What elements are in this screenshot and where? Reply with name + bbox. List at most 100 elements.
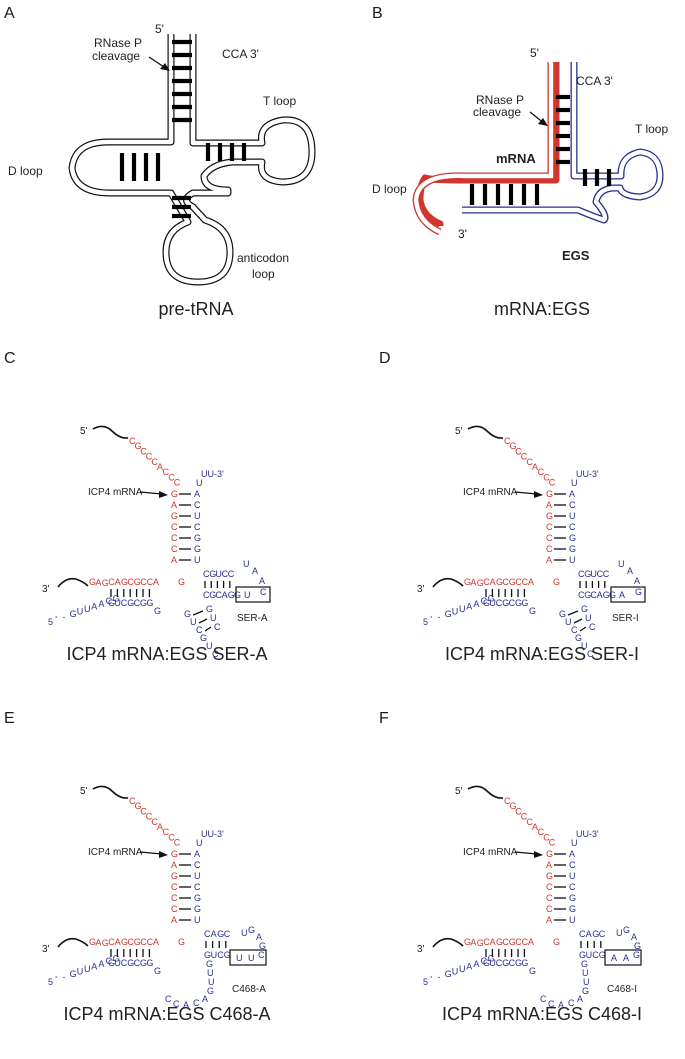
five-prime-label: 5' (155, 22, 164, 36)
arm-blue-strand-nt: C (496, 598, 503, 608)
stem-blue-nt: U (194, 915, 201, 925)
bottom-nt: G (206, 604, 213, 614)
panel-a-pre-trna: A (4, 5, 316, 319)
stem-red-nt: G (546, 871, 553, 881)
top-red-nt: G (135, 441, 142, 451)
five-prime-tail (92, 785, 129, 799)
loop-nt: G (634, 941, 641, 951)
box-label: SER-I (612, 613, 639, 624)
arm-blue-5-nt: U (84, 964, 91, 974)
arm-red-nt: G (464, 577, 471, 587)
right-bottom-strand-nt: A (597, 590, 603, 600)
right-top-strand-nt: C (204, 929, 211, 939)
right-top-strand-nt: C (578, 569, 585, 579)
right-top-strand-nt: C (597, 569, 604, 579)
mutation-box (610, 586, 646, 603)
arm-blue-strand-nt: G (146, 598, 153, 608)
right-bottom-strand-nt: G (209, 590, 216, 600)
bottom-nt: C (587, 649, 594, 659)
stem-red-nt: A (546, 500, 552, 510)
arm-red-nt: C (522, 577, 529, 587)
stem-red-nt: G (171, 849, 178, 859)
top-red-nt: C (140, 446, 147, 456)
stem-red-nt: G (546, 489, 553, 499)
icp4-mrna-label: ICP4 mRNA (88, 847, 143, 858)
top-blue-strand: UUU-3' (571, 829, 599, 848)
top-red-nt: C (538, 467, 545, 477)
right-bottom-strand-nt: G (204, 950, 211, 960)
trna-backbone (68, 34, 316, 286)
right-bottom-strand-nt: C (203, 590, 210, 600)
top-blue-nt: U (196, 838, 203, 848)
d-stem-pairs (119, 153, 161, 181)
bottom-nt: C (589, 622, 596, 632)
bottom-nt: A (183, 1000, 189, 1010)
right-pairs (580, 941, 602, 948)
loop-nt: A (259, 576, 265, 586)
acceptor-stem-pairs (172, 39, 192, 123)
arm-red-nt: C (502, 577, 509, 587)
box-nt: G (635, 587, 642, 597)
arm-pairs (485, 589, 526, 597)
right-top-strand-nt: C (228, 569, 235, 579)
top-blue-strand: UUU-3' (571, 469, 599, 488)
arm-blue-5-nt: ' (55, 974, 57, 984)
arm-blue-strand-nt: G (127, 958, 134, 968)
arm-blue-5-nt: U (452, 967, 459, 977)
stem-blue-nt: U (194, 555, 201, 565)
panel-letter-b: B (372, 5, 383, 22)
arm-blue-strand-nt: G (502, 598, 509, 608)
arm-blue-5-nt: U (452, 607, 459, 617)
stem-blue-nt: U (569, 555, 576, 565)
three-prime-tail (57, 937, 89, 948)
panel-letter-a: A (4, 5, 15, 22)
arm-red-nt: G (121, 577, 128, 587)
rnase-arrow (148, 56, 170, 71)
right-top-strand-nt: C (203, 569, 210, 579)
arm-blue-strand-nt: G (483, 958, 490, 968)
icp4-arrow-head (159, 851, 168, 858)
stem-red-nt: A (546, 860, 552, 870)
arm-red-nt: C (483, 937, 490, 947)
bottom-nt: C (173, 999, 180, 1009)
stem-blue-nt: C (569, 500, 576, 510)
stem-blue-nt: U (194, 871, 201, 881)
bottom-nt: G (575, 633, 582, 643)
mrna-strand (412, 62, 560, 236)
arm-blue-tail: G (154, 966, 161, 976)
top-blue-nt: U (196, 478, 203, 488)
stem-blue-nt: C (194, 860, 201, 870)
arm-blue-strand-nt: G (502, 958, 509, 968)
arm-blue-5-nt: A (91, 601, 97, 611)
stem-blue-nt: G (194, 544, 201, 554)
cca-label: CCA 3' (222, 47, 259, 61)
box-label: C468-I (607, 984, 637, 995)
top-blue-tail: UU-3' (201, 469, 224, 479)
bottom-nt: U (581, 641, 588, 651)
stem-red-nt: C (546, 904, 553, 914)
bottom-nt: U (210, 613, 217, 623)
right-bottom-strand-nt: G (609, 590, 616, 600)
arm-blue-5-nt: G (70, 609, 77, 619)
arm-red-nt: G (496, 577, 503, 587)
b-d-stem-pairs (469, 184, 540, 205)
top-red-nt: C (129, 796, 136, 806)
panel-caption: ICP4 mRNA:EGS SER-I (445, 644, 639, 664)
panel-b-mrna-egs: B (372, 5, 668, 319)
top-blue-strand: UUU-3' (196, 469, 224, 488)
box-nt: U (236, 953, 243, 963)
stem-pairs (179, 493, 191, 561)
